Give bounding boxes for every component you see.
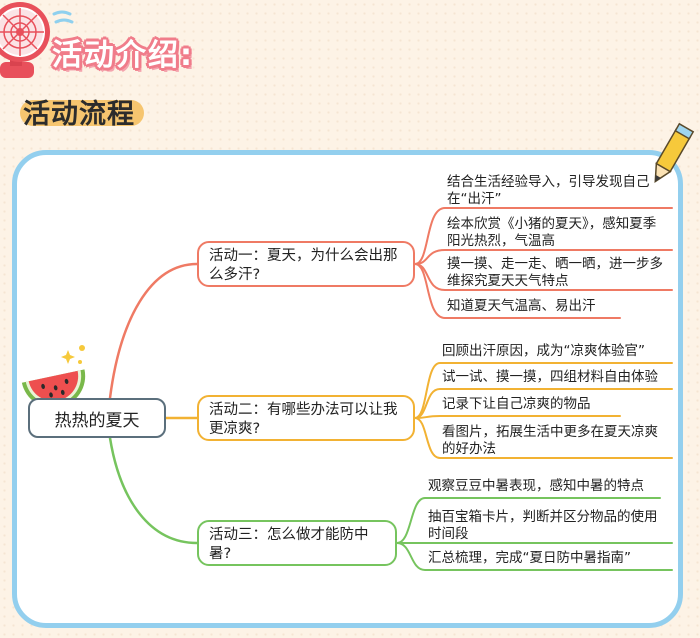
activity-node-1: 活动一：夏天，为什么会出那么多汗? xyxy=(197,241,415,287)
leaf-item: 汇总梳理，完成“夏日防中暑指南” xyxy=(428,550,631,566)
leaf-item: 摸一摸、走一走、晒一晒，进一步多维探究夏天天气特点 xyxy=(447,256,663,289)
section-subtitle: 活动流程 xyxy=(23,99,135,130)
leaf-item: 看图片，拓展生活中更多在夏天凉爽的好办法 xyxy=(442,424,658,457)
activity-node-2: 活动二：有哪些办法可以让我更凉爽? xyxy=(197,395,415,441)
leaf-item: 记录下让自己凉爽的物品 xyxy=(442,396,591,412)
electric-fan-icon xyxy=(0,2,74,78)
subtitle-highlight xyxy=(20,100,144,126)
leaf-item: 观察豆豆中暑表现，感知中暑的特点 xyxy=(428,478,644,494)
leaf-item: 知道夏天气温高、易出汗 xyxy=(447,298,596,314)
leaf-item: 抽百宝箱卡片，判断并区分物品的使用时间段 xyxy=(428,509,658,542)
leaf-item: 结合生活经验导入，引导发现自己在“出汗” xyxy=(447,174,650,207)
leaf-item: 试一试、摸一摸，四组材料自由体验 xyxy=(442,369,658,385)
leaf-item: 绘本欣赏《小猪的夏天》，感知夏季阳光热烈，气温高 xyxy=(447,216,657,249)
leaf-item: 回顾出汗原因，成为“凉爽体验官” xyxy=(442,343,645,359)
root-node: 热热的夏天 xyxy=(28,398,166,438)
page-title: 活动介绍: xyxy=(52,38,194,73)
activity-node-3: 活动三：怎么做才能防中暑? xyxy=(197,520,397,566)
pencil-icon xyxy=(654,122,695,183)
